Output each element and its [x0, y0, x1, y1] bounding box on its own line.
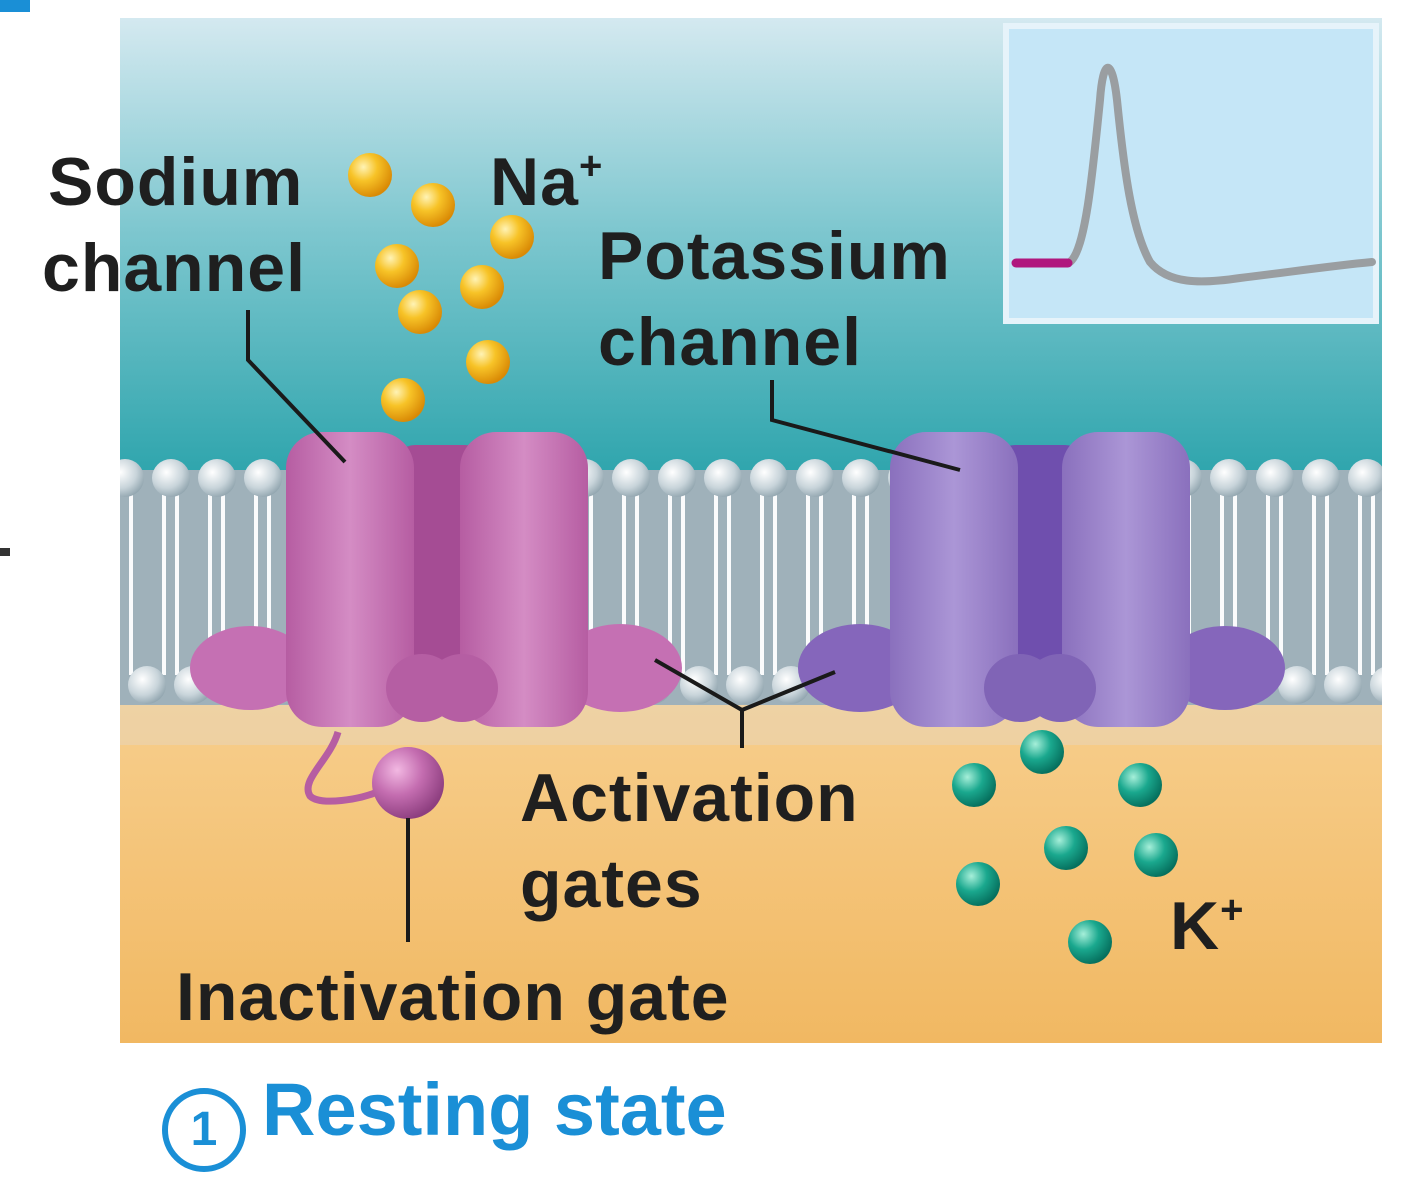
label-sodium-channel-line1: Sodium — [48, 144, 304, 220]
sodium-subunit-left — [286, 432, 414, 727]
sodium-channel — [190, 432, 682, 819]
sodium-ion — [348, 153, 392, 197]
step-number-badge: 1 — [162, 1088, 246, 1172]
sodium-activation-gate-right — [558, 624, 682, 712]
label-potassium-channel-line2: channel — [598, 304, 862, 380]
sodium-ion — [398, 290, 442, 334]
potassium-ion — [952, 763, 996, 807]
action-potential-inset — [1003, 23, 1379, 324]
potassium-ion — [1068, 920, 1112, 964]
sodium-ion — [381, 378, 425, 422]
leader-lines — [246, 310, 961, 942]
potassium-activation-gate-right — [1165, 626, 1285, 710]
sodium-activation-gate-left — [190, 626, 310, 710]
k-symbol: K — [1170, 888, 1221, 964]
potassium-subunit-left — [890, 432, 1018, 727]
na-symbol: Na — [490, 144, 579, 220]
sodium-ion — [466, 340, 510, 384]
k-charge: + — [1220, 888, 1245, 932]
label-sodium-channel-line2: channel — [42, 230, 306, 306]
sodium-ion — [460, 265, 504, 309]
sodium-ion — [411, 183, 455, 227]
potassium-ion — [956, 862, 1000, 906]
sodium-channel-leader — [246, 310, 347, 464]
inactivation-gate-ball — [372, 747, 444, 819]
activation-gates-bracket — [654, 658, 836, 748]
edge-mark-top — [0, 0, 30, 12]
sodium-ion — [490, 215, 534, 259]
potassium-ion — [1118, 763, 1162, 807]
label-k-ion: K+ — [1170, 884, 1244, 968]
sodium-subunit-right — [460, 432, 588, 727]
potassium-subunit-right — [1062, 432, 1190, 727]
potassium-ions — [952, 730, 1178, 964]
potassium-ion — [1044, 826, 1088, 870]
sodium-ions — [348, 153, 534, 422]
potassium-channel-leader — [770, 380, 961, 472]
potassium-ion — [1134, 833, 1178, 877]
inactivation-gate-tether — [304, 730, 384, 805]
label-activation-gates-line2: gates — [520, 846, 703, 922]
na-charge: + — [578, 144, 604, 188]
label-activation-gates-line1: Activation — [520, 760, 859, 836]
label-potassium-channel-line1: Potassium — [598, 218, 951, 294]
potassium-ion — [1020, 730, 1064, 774]
label-inactivation-gate: Inactivation gate — [176, 959, 730, 1035]
sodium-ion — [375, 244, 419, 288]
edge-mark-mid — [0, 548, 10, 556]
action-potential-curve — [1066, 63, 1376, 286]
caption-title: Resting state — [262, 1068, 727, 1151]
label-na-ion: Na+ — [490, 140, 603, 224]
potassium-channel — [798, 432, 1285, 727]
